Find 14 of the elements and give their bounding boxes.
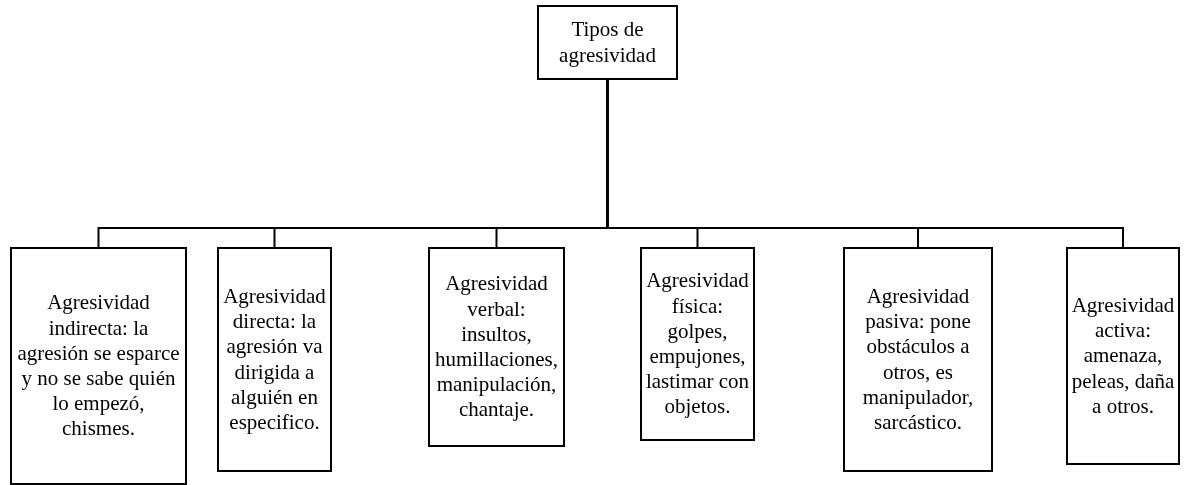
node-text: Agresividad activa: amenaza, peleas, daña a otros. bbox=[1070, 293, 1176, 419]
node-text: Agresividad verbal: insultos, humillaciones, manipulación, chantaje. bbox=[433, 271, 560, 423]
category-box bbox=[428, 247, 565, 447]
node-text: Agresividad indirecta: la agresión se esparce y no se sabe quién lo empezó, chismes. bbox=[16, 290, 181, 442]
node-text: Agresividad pasiva: pone obstáculos a otros, es manipulador, sarcástico. bbox=[861, 283, 975, 436]
category-box bbox=[640, 247, 755, 441]
category-box bbox=[10, 247, 187, 485]
category-box bbox=[1066, 247, 1180, 465]
node-text: Agresividad física: golpes, empujones, lastimar con objetos. bbox=[644, 268, 751, 420]
node-text: Tipos de agresividad bbox=[558, 17, 657, 68]
category-box bbox=[217, 247, 332, 472]
category-box bbox=[843, 247, 993, 472]
root-box bbox=[537, 5, 678, 80]
node-text: Agresividad directa: la agresión va dirigida a alguién en especifico. bbox=[222, 283, 327, 436]
